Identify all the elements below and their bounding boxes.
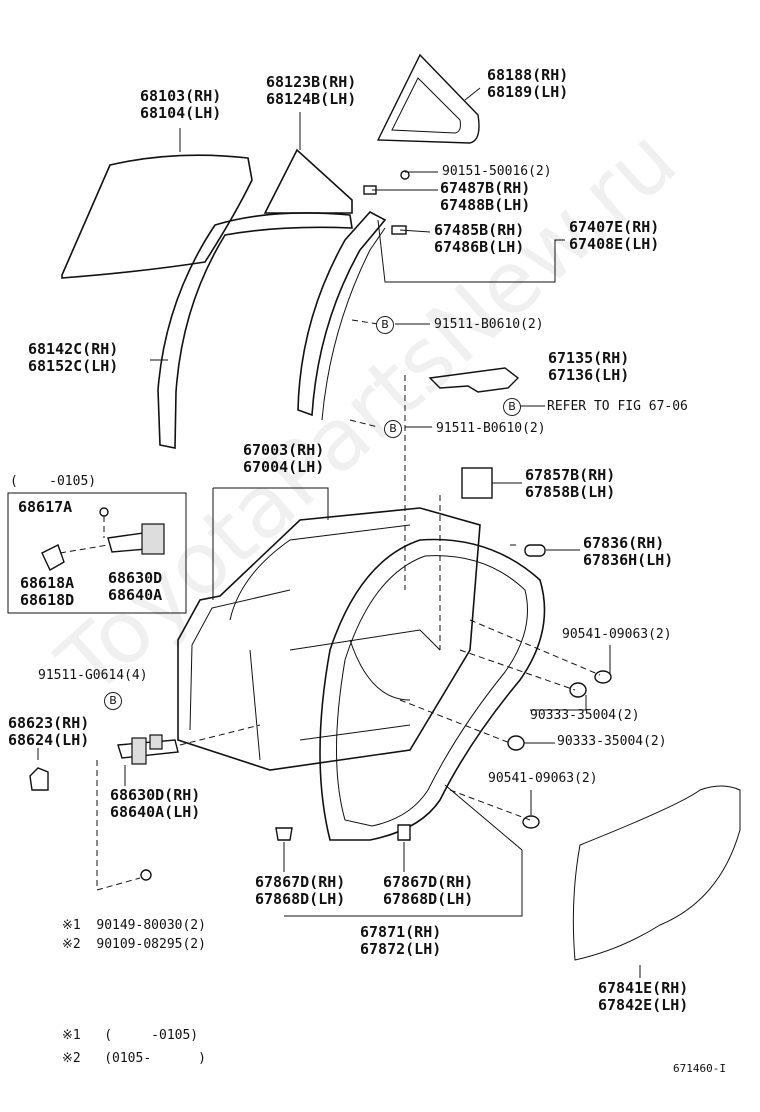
label-check-68630[interactable]: 68630D(RH) 68640A(LH) (110, 786, 201, 821)
label-door-67003[interactable]: 67003(RH) 67004(LH) (243, 441, 325, 476)
label-frame-67407[interactable]: 67407E(RH) 67408E(LH) (569, 218, 660, 253)
grommet-upper (594, 670, 612, 684)
label-hinge-67135[interactable]: 67135(RH) 67136(LH) (548, 349, 630, 384)
label-check-68623[interactable]: 68623(RH) 68624(LH) (8, 714, 90, 749)
rear-frame-channel (297, 210, 387, 417)
label-grommet-90541a[interactable]: 90541-09063(2) (562, 627, 672, 642)
label-foot-note2: ※2 (0105- ) (62, 1051, 206, 1066)
label-door-glass[interactable]: 68103(RH) 68104(LH) (140, 87, 222, 122)
inset-bolt (99, 507, 109, 517)
trim-film (572, 785, 741, 961)
label-weather-67871[interactable]: 67871(RH) 67872(LH) (360, 923, 442, 958)
label-plug-90333b[interactable]: 90333-35004(2) (557, 734, 667, 749)
quarter-window-frame (376, 53, 480, 144)
label-inset-68617[interactable]: 68617A (18, 498, 73, 516)
label-screw-note1[interactable]: ※1 90149-80030(2) (62, 918, 206, 933)
label-film-67841[interactable]: 67841E(RH) 67842E(LH) (598, 979, 689, 1014)
check-cover (29, 767, 49, 791)
label-clip-67867a[interactable]: 67867D(RH) 67868D(LH) (255, 873, 346, 908)
label-bolt-lower[interactable]: 91511-B0610(2) (436, 421, 546, 436)
label-bolt-91511g[interactable]: 91511-G0614(4) (38, 668, 148, 683)
clip-left (275, 827, 293, 841)
quarter-glass (263, 148, 353, 214)
label-screw-note2[interactable]: ※2 90109-08295(2) (62, 937, 206, 952)
door-check (117, 739, 179, 759)
clip-right (397, 824, 411, 841)
callout-b-refer[interactable]: B (503, 398, 521, 416)
inset-cover (41, 544, 65, 571)
label-foot-note1: ※1 ( -0105) (62, 1028, 199, 1043)
label-inset-range: ( -0105) (10, 474, 97, 489)
label-clip-67485[interactable]: 67485B(RH) 67486B(LH) (434, 221, 525, 256)
label-run-68142[interactable]: 68142C(RH) 68152C(LH) (28, 340, 119, 375)
screw-top (400, 170, 410, 180)
label-screw-90151[interactable]: 90151-50016(2) (442, 164, 552, 179)
door-shell (177, 507, 481, 771)
callout-b-left: B (104, 692, 122, 710)
plug-lower (507, 735, 525, 751)
glass-run-channel (157, 212, 353, 449)
label-clip-67487[interactable]: 67487B(RH) 67488B(LH) (440, 179, 531, 214)
label-plug-90333a[interactable]: 90333-35004(2) (530, 708, 640, 723)
label-grommet-90541b[interactable]: 90541-09063(2) (488, 771, 598, 786)
inset-box (7, 492, 187, 614)
figure-id: 671460-I (673, 1062, 726, 1075)
label-inset-68618[interactable]: 68618A 68618D (20, 574, 75, 609)
label-bolt-upper[interactable]: 91511-B0610(2) (434, 317, 544, 332)
label-cover-67857[interactable]: 67857B(RH) 67858B(LH) (525, 466, 616, 501)
door-hinge (428, 367, 520, 393)
door-weatherstrip (319, 538, 546, 841)
screw-bottom (140, 869, 152, 881)
callout-b-lower: B (384, 420, 402, 438)
label-refer-fig[interactable]: REFER TO FIG 67-06 (547, 399, 688, 414)
label-clip-67867b[interactable]: 67867D(RH) 67868D(LH) (383, 873, 474, 908)
cover-pad (461, 467, 493, 499)
label-quarter-frame[interactable]: 68188(RH) 68189(LH) (487, 66, 569, 101)
door-glass (61, 154, 253, 279)
hole-plug (524, 544, 546, 557)
label-inset-68630[interactable]: 68630D 68640A (108, 569, 163, 604)
label-quarter-glass[interactable]: 68123B(RH) 68124B(LH) (266, 73, 357, 108)
label-plug-67836[interactable]: 67836(RH) 67836H(LH) (583, 534, 674, 569)
plug-upper (569, 682, 587, 698)
callout-b-upper: B (376, 316, 394, 334)
